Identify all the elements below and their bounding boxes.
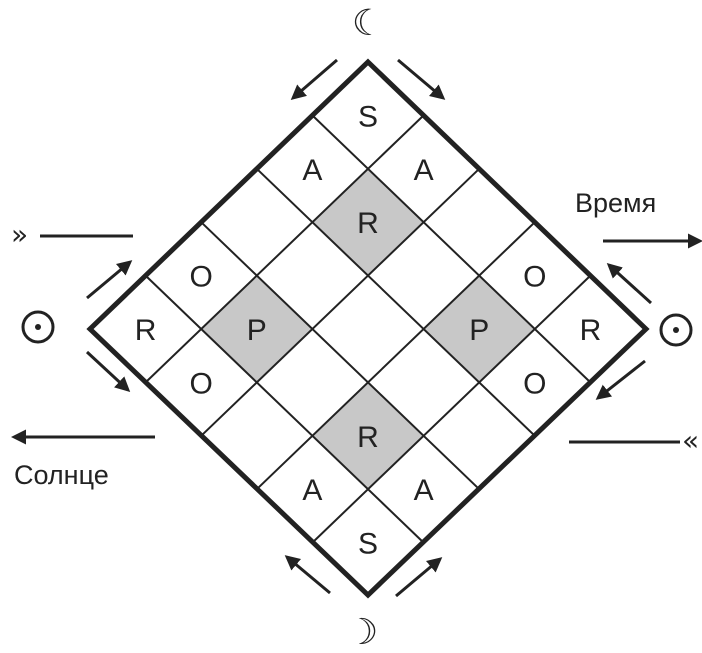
grid-letter: A bbox=[302, 154, 322, 187]
grid-letter: R bbox=[135, 314, 157, 347]
bottom-moon-icon: ☽ bbox=[346, 612, 378, 653]
grid-line bbox=[311, 274, 592, 544]
arrow-bottom-right bbox=[395, 557, 443, 598]
grid-lines bbox=[144, 114, 592, 544]
grid-letter: S bbox=[358, 100, 378, 133]
grid-cell bbox=[423, 275, 535, 383]
right-chevron-icon: « bbox=[682, 424, 699, 457]
grid-letter: A bbox=[302, 474, 322, 507]
grid-letter: S bbox=[358, 528, 378, 561]
right-sun-icon bbox=[659, 313, 693, 347]
left-chevron-icon: » bbox=[11, 218, 28, 251]
grid-cell bbox=[201, 275, 313, 383]
grid-cell bbox=[256, 115, 368, 223]
grid-cell bbox=[90, 275, 202, 383]
grid-letter: O bbox=[190, 261, 213, 294]
diamond-outline bbox=[86, 58, 650, 599]
grid-line bbox=[144, 114, 425, 384]
grid-line bbox=[256, 221, 536, 490]
arrow-left-upper bbox=[86, 260, 133, 300]
grid-line bbox=[200, 168, 480, 437]
grid-cell bbox=[368, 115, 480, 223]
arrow-right-lower bbox=[595, 359, 646, 400]
grid-letter: O bbox=[523, 261, 546, 294]
grid-letter: P bbox=[469, 314, 489, 347]
grid-letter: A bbox=[414, 154, 434, 187]
arrow-right-upper bbox=[606, 262, 653, 305]
grid-line bbox=[200, 221, 480, 490]
arrow-bottom-left bbox=[284, 555, 331, 595]
arrow-left-lower bbox=[85, 350, 131, 393]
top-moon-icon: ☾ bbox=[352, 3, 384, 44]
grid-line bbox=[256, 168, 536, 437]
sun-label: Солнце bbox=[14, 460, 109, 490]
time-label: Время bbox=[575, 188, 656, 218]
grid-cells bbox=[90, 62, 646, 596]
grid-letter: R bbox=[357, 421, 379, 454]
grid-letter: P bbox=[247, 314, 267, 347]
grid-letter: R bbox=[580, 314, 602, 347]
arrow-top-left bbox=[290, 58, 338, 100]
grid-letter: O bbox=[190, 367, 213, 400]
arrow-top-right bbox=[397, 58, 446, 100]
grid-line bbox=[311, 114, 592, 384]
grid-letter: O bbox=[523, 367, 546, 400]
grid-letter: R bbox=[357, 207, 379, 240]
grid-cell bbox=[534, 275, 646, 383]
left-sun-icon bbox=[21, 310, 55, 344]
grid-line bbox=[144, 274, 425, 544]
grid-letter: A bbox=[414, 474, 434, 507]
